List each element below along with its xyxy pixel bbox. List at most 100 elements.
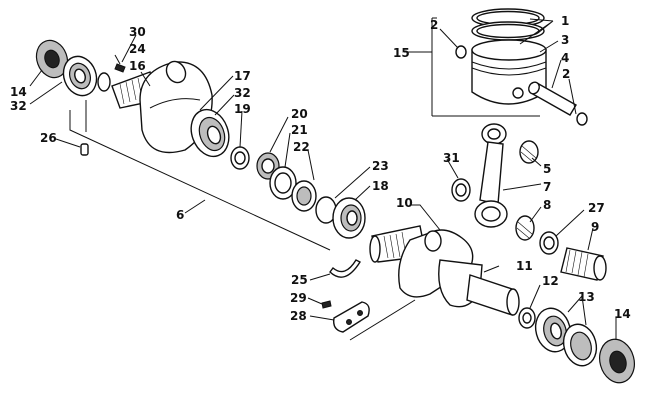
callout-31: 31 (443, 151, 460, 165)
leader-27 (555, 209, 585, 237)
leader-12 (529, 284, 541, 309)
leader-6 (184, 199, 206, 214)
circlip-right (576, 112, 588, 126)
leader-16 (140, 71, 151, 87)
rod-beam (479, 141, 504, 205)
leader-3 (539, 40, 559, 53)
seal-20-bore (261, 158, 275, 174)
callout-21: 21 (291, 123, 308, 137)
callout-29: 29 (290, 291, 307, 305)
crank-pin-9-end (593, 255, 607, 281)
callout-14b: 14 (614, 307, 631, 321)
callout-32b: 32 (234, 86, 251, 100)
callout-27: 27 (588, 201, 605, 215)
spacer-19-bore (234, 151, 246, 165)
retainer-plate-hole-2 (357, 310, 363, 316)
screw-29 (321, 300, 332, 309)
left-counterweight-edge (149, 98, 201, 109)
leader-1 (519, 18, 554, 45)
leader-2a (439, 28, 459, 49)
right-crank-pin-bore (424, 230, 442, 252)
crank-pin-9 (560, 247, 604, 281)
leader-24 (114, 54, 121, 65)
piston-group (431, 8, 588, 126)
leader-32a (29, 81, 63, 105)
bracket-6 (69, 100, 331, 251)
thrust-washer-31-bore (455, 183, 467, 197)
callout-25: 25 (291, 273, 308, 287)
circlip-left (455, 45, 467, 59)
callout-9: 9 (591, 220, 599, 234)
callout-26: 26 (40, 131, 57, 145)
callout-13: 13 (578, 290, 595, 304)
callout-labels: 1 2 2 3 4 5 6 7 8 9 10 11 12 13 14 14 15… (10, 14, 631, 323)
big-end-bearing-rollers (516, 221, 533, 239)
callout-32a: 32 (10, 99, 27, 113)
thrust-washer-left (97, 72, 111, 92)
callout-2a: 2 (430, 18, 438, 32)
leader-14a (29, 69, 43, 87)
main-bearing-left-bore (74, 68, 86, 84)
leader-7 (502, 183, 542, 191)
callout-17: 17 (234, 69, 251, 83)
callout-11: 11 (516, 259, 533, 273)
callout-3: 3 (561, 33, 569, 47)
callout-16: 16 (129, 59, 146, 73)
crank-shaft-11-end (506, 288, 520, 316)
bracket-10 (349, 204, 441, 341)
piston-groove-2 (471, 67, 547, 76)
callout-18: 18 (372, 179, 389, 193)
left-crankshaft-half (35, 39, 366, 278)
leader-2b (568, 78, 577, 115)
callout-2b: 2 (562, 67, 570, 81)
woodruff-key (114, 63, 126, 73)
leader-26 (55, 138, 81, 148)
leader-8 (529, 206, 542, 223)
thrust-washer-27-bore (543, 236, 555, 250)
bearing-18-bore (346, 210, 358, 226)
piston-pin-end (528, 81, 540, 95)
spline-shaft-10-end (369, 235, 381, 263)
callout-10: 10 (396, 196, 413, 210)
callout-4: 4 (561, 51, 569, 65)
leader-lines (29, 18, 617, 340)
callout-5: 5 (543, 162, 551, 176)
callout-19: 19 (234, 102, 251, 116)
rod-small-end-bore (487, 128, 501, 140)
piston-groove-1 (471, 61, 547, 70)
leader-17 (199, 75, 234, 111)
small-end-bearing-rollers (520, 145, 537, 163)
bracket-15 (431, 17, 540, 117)
callout-1: 1 (561, 14, 569, 28)
callout-6: 6 (176, 208, 184, 222)
callout-20: 20 (291, 107, 308, 121)
leader-21 (284, 132, 291, 168)
left-crank-pin (165, 60, 187, 84)
piston-crown (471, 39, 547, 61)
callout-23: 23 (372, 159, 389, 173)
ring-22-inner (296, 186, 312, 206)
leader-13 (567, 295, 587, 326)
leader-29 (307, 297, 323, 305)
ring-21-bore (274, 172, 292, 194)
callout-15: 15 (393, 46, 410, 60)
oil-seal-left-bore (44, 49, 60, 69)
right-crankshaft-half (321, 204, 635, 384)
main-bearing-13b-race (570, 331, 592, 361)
connecting-rod-group (451, 123, 607, 281)
piston-ring-second-inner (476, 23, 540, 39)
leader-22 (307, 149, 315, 181)
leader-9 (587, 227, 594, 251)
callout-30: 30 (129, 25, 146, 39)
leader-25 (309, 273, 331, 281)
leader-5 (531, 157, 542, 167)
callout-28: 28 (290, 309, 307, 323)
leader-4 (551, 59, 562, 89)
main-bearing-17-bore (206, 125, 222, 145)
spline-shaft-10-splines (383, 231, 407, 259)
retainer-plate-hole-1 (346, 319, 352, 325)
half-ring-25 (329, 259, 362, 278)
retainer-plate-28 (333, 301, 370, 333)
